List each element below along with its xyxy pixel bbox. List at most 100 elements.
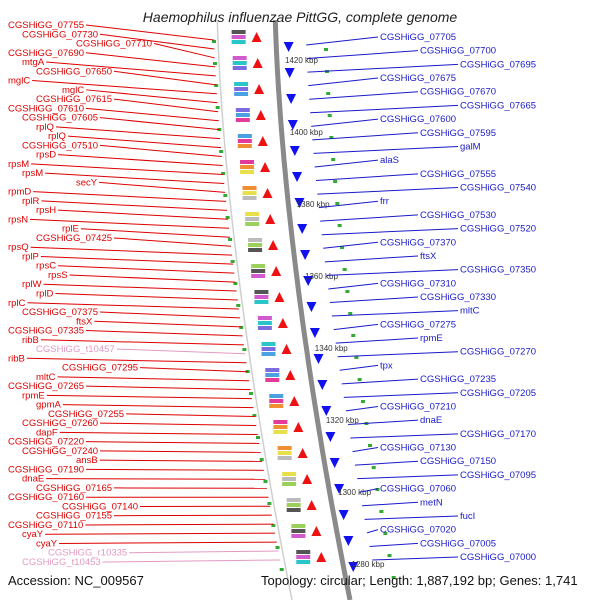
label-connector	[307, 63, 459, 73]
tick-mark	[375, 488, 380, 491]
forward-gene-arrow	[281, 344, 292, 354]
tick-mark	[351, 334, 356, 337]
tick-mark	[327, 114, 332, 117]
gene-label-left: rplQ	[36, 122, 54, 133]
label-connector	[126, 413, 255, 418]
gene-tile	[257, 316, 272, 320]
tick-mark	[354, 356, 359, 359]
label-connector	[324, 255, 419, 263]
reverse-gene-arrow	[343, 536, 354, 546]
gene-label-right: fucI	[460, 511, 475, 522]
gene-tile	[261, 352, 276, 356]
gene-tile	[265, 368, 280, 372]
gene-tile	[269, 394, 284, 398]
tick-mark	[263, 480, 268, 483]
gene-label-right: CGSHiGG_07275	[380, 319, 456, 330]
gene-label-left: rpsN	[8, 214, 28, 225]
gene-label-left: CGSHiGG_07650	[36, 66, 112, 77]
gene-tile	[235, 118, 250, 122]
gene-label-right: CGSHiGG_07330	[420, 292, 496, 303]
gene-label-left: CGSHiGG_07690	[8, 48, 84, 59]
gene-tile	[232, 66, 247, 70]
label-connector	[94, 320, 242, 328]
gene-label-left: rplC	[8, 298, 26, 309]
gene-label-left: CGSHiGG_r10335	[48, 548, 127, 559]
gene-tile	[254, 295, 269, 299]
forward-gene-arrow	[252, 58, 263, 68]
label-connector	[80, 228, 231, 238]
label-connector	[310, 104, 459, 114]
gene-tile	[231, 40, 246, 44]
gene-tile	[232, 56, 247, 60]
reverse-gene-arrow	[294, 198, 305, 208]
label-connector	[40, 255, 234, 265]
reverse-gene-arrow	[321, 406, 332, 416]
label-connector	[58, 265, 235, 274]
scale-label: 1400 kbp	[290, 128, 323, 137]
gene-tile	[286, 498, 301, 502]
forward-gene-arrow	[265, 214, 276, 224]
gene-tile	[282, 482, 297, 486]
tick-mark	[331, 158, 336, 161]
gene-label-right: CGSHiGG_07700	[420, 46, 496, 57]
gene-label-right: CGSHiGG_07310	[380, 278, 456, 289]
gene-label-left: CGSHiGG_t10457	[36, 344, 115, 355]
scale-label: 1360 kbp	[305, 272, 338, 281]
gene-label-left: rpsQ	[8, 242, 29, 253]
gene-label-left: CGSHiGG_07615	[36, 94, 112, 105]
tick-mark	[345, 290, 350, 293]
tick-mark	[211, 40, 216, 43]
tick-mark	[230, 260, 235, 263]
gene-label-left: CGSHiGG_07425	[36, 233, 112, 244]
label-connector	[314, 159, 379, 168]
label-connector	[67, 135, 221, 149]
gene-label-left: CGSHiGG_07755	[8, 20, 84, 31]
gene-label-right: dnaE	[420, 415, 442, 426]
tick-mark	[252, 414, 257, 417]
gene-tile	[240, 165, 255, 169]
gene-label-right: CGSHiGG_07005	[420, 538, 496, 549]
label-connector	[86, 330, 243, 337]
reverse-gene-arrow	[348, 562, 359, 572]
gene-label-right: CGSHiGG_07665	[460, 100, 536, 111]
gene-label-left: rpmE	[22, 390, 45, 401]
gene-label-left: cyaY	[36, 538, 58, 549]
gene-label-right: CGSHiGG_07670	[420, 87, 496, 98]
gene-tile	[242, 191, 257, 195]
reverse-gene-arrow	[325, 432, 336, 442]
gene-label-left: rplW	[22, 279, 42, 290]
gene-tile	[242, 186, 257, 190]
gene-tile	[291, 529, 306, 533]
gene-tile	[237, 134, 252, 138]
gene-label-right: metN	[420, 497, 443, 508]
gene-tile	[277, 446, 292, 450]
gene-tile	[286, 508, 301, 512]
reverse-gene-arrow	[338, 510, 349, 520]
gene-label-left: cyaY	[22, 529, 44, 540]
gene-tile	[296, 555, 311, 559]
reverse-gene-arrow	[286, 94, 297, 104]
label-connector	[100, 450, 261, 453]
label-connector	[114, 514, 272, 517]
label-connector	[113, 98, 219, 113]
label-connector	[59, 541, 277, 544]
tick-mark	[379, 510, 384, 513]
gene-label-left: rpsC	[36, 261, 56, 272]
label-connector	[306, 36, 379, 46]
tick-mark	[236, 304, 241, 307]
gene-tile	[234, 87, 249, 91]
gene-tile	[232, 61, 247, 65]
label-connector	[30, 218, 230, 229]
label-connector	[359, 488, 379, 493]
tick-mark	[348, 312, 353, 315]
gene-tile	[234, 92, 249, 96]
reverse-gene-arrow	[303, 276, 314, 286]
gene-label-left: mglC	[62, 85, 84, 96]
tick-mark	[242, 348, 247, 351]
reverse-gene-arrow	[313, 354, 324, 364]
label-connector	[40, 339, 244, 346]
gene-label-left: ftsX	[76, 316, 93, 327]
gene-label-right: CGSHiGG_07675	[380, 73, 456, 84]
